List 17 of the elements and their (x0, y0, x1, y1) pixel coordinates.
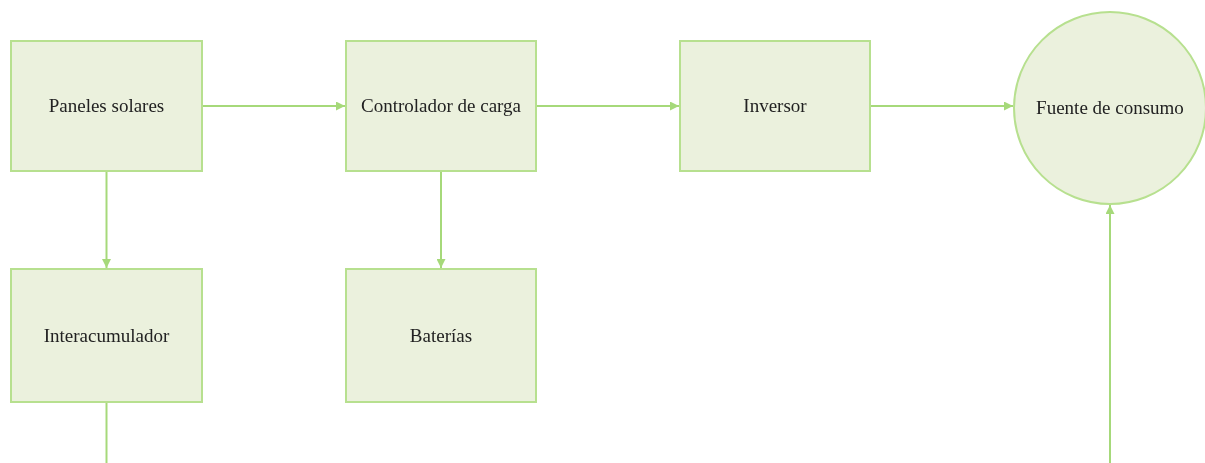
node-label: Baterías (409, 323, 473, 348)
process-box (679, 40, 871, 172)
arrow (102, 171, 111, 269)
arrow (870, 101, 1014, 111)
process-box (10, 40, 203, 172)
process-box (10, 268, 203, 403)
node-label: Inversor (743, 94, 807, 119)
process-box (345, 268, 537, 403)
arrow (1105, 204, 1115, 463)
arrow (436, 171, 446, 269)
node-label: Paneles solares (48, 94, 165, 119)
arrow (536, 101, 680, 111)
node-label: Fuente de consumo (1036, 96, 1184, 121)
arrow (202, 101, 346, 111)
node-label: Controlador de carga (360, 94, 521, 119)
node-label: Interacumulador (43, 323, 170, 348)
process-box (345, 40, 537, 172)
